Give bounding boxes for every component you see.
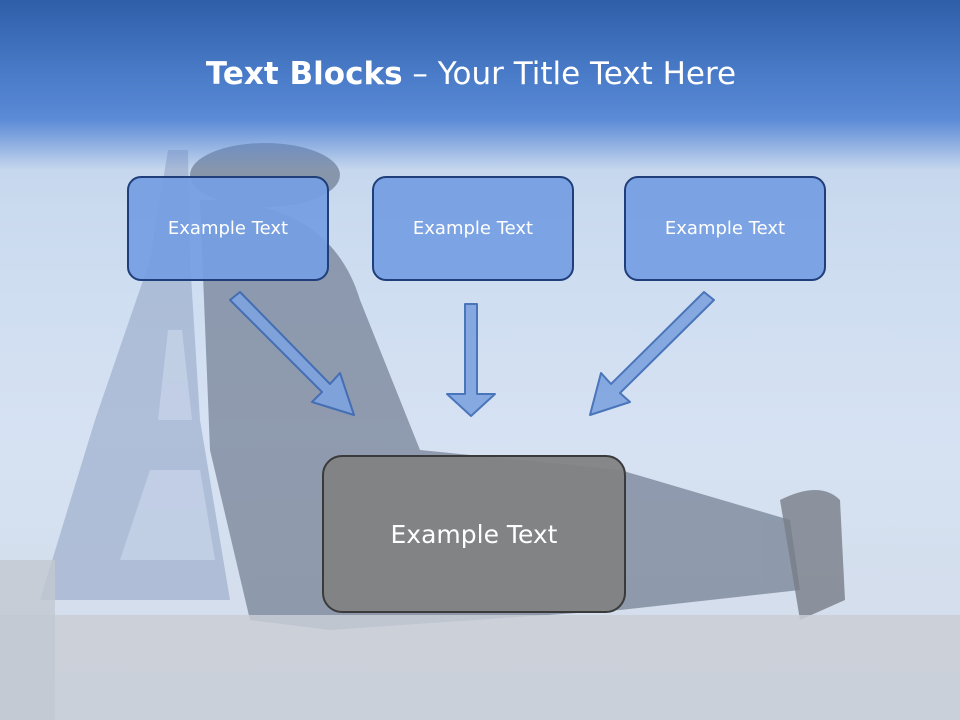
header-band <box>0 0 960 170</box>
result-block[interactable]: Example Text <box>322 455 626 613</box>
arrow-left-diagonal <box>229 291 355 416</box>
text-block-1-label: Example Text <box>167 218 289 239</box>
text-block-1[interactable]: Example Text <box>127 176 329 281</box>
page-title: Text Blocks – Your Title Text Here <box>0 52 942 96</box>
text-block-3-label: Example Text <box>664 218 786 239</box>
result-block-label: Example Text <box>390 519 558 549</box>
text-block-2-label: Example Text <box>412 218 534 239</box>
arrow-center-down <box>446 303 496 417</box>
title-dash: – <box>402 56 438 92</box>
text-block-2[interactable]: Example Text <box>372 176 574 281</box>
arrow-right-diagonal <box>589 291 715 416</box>
title-bold: Text Blocks <box>205 56 403 92</box>
title-rest: Your Title Text Here <box>437 56 737 92</box>
text-block-3[interactable]: Example Text <box>624 176 826 281</box>
stone-ledge <box>0 560 960 720</box>
